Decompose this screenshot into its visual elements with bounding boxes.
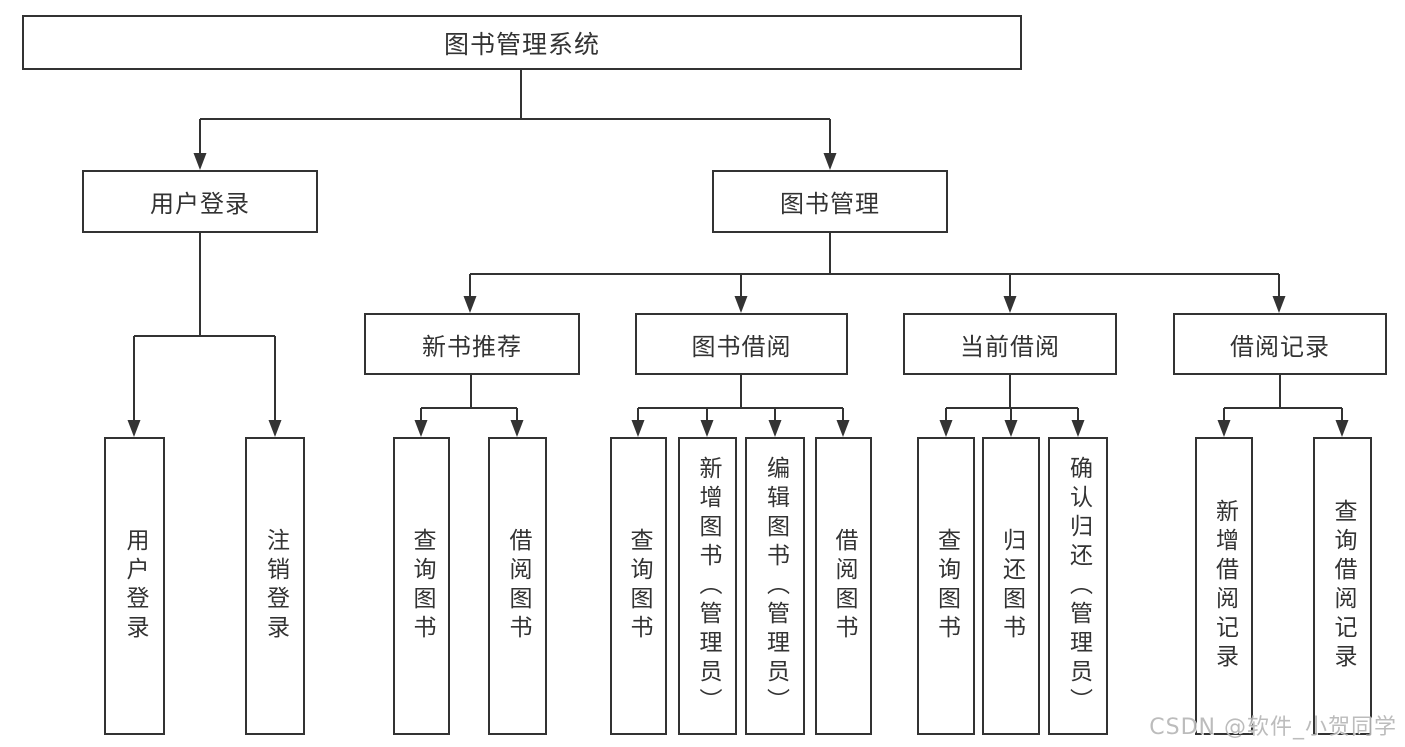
node-leaf-add-books-admin: 新增图书（管理员） (678, 437, 737, 735)
leaf-label: 用户登录 (122, 528, 148, 644)
leaf-label: 查询借阅记录 (1330, 499, 1356, 673)
arrowhead (463, 296, 477, 313)
connector-root-to-level2 (199, 70, 831, 153)
node-leaf-query-books-2: 查询图书 (610, 437, 667, 735)
arrowheads (127, 153, 1349, 437)
leaf-label: 查询图书 (933, 528, 960, 644)
node-leaf-user-login: 用户登录 (104, 437, 165, 735)
arrowhead (1071, 420, 1085, 437)
arrowhead (939, 420, 953, 437)
leaf-label: 新增借阅记录 (1211, 499, 1238, 673)
node-book-management: 图书管理 (712, 170, 948, 233)
leaf-label: 编辑图书（管理员） (762, 455, 789, 717)
connector-bookmgmt-to-level3 (469, 233, 1280, 296)
connector-bookborrow-to-leaves (637, 375, 844, 420)
arrowhead (1004, 420, 1018, 437)
node-leaf-borrow-books-2: 借阅图书 (815, 437, 872, 735)
leaf-label: 归还图书 (998, 528, 1025, 644)
node-leaf-return-books: 归还图书 (982, 437, 1040, 735)
node-leaf-query-books-1: 查询图书 (393, 437, 450, 735)
node-leaf-query-books-3: 查询图书 (917, 437, 975, 735)
node-leaf-add-borrow-record: 新增借阅记录 (1195, 437, 1253, 735)
arrowhead (1217, 420, 1231, 437)
node-current-borrow: 当前借阅 (903, 313, 1117, 375)
arrowhead (1003, 296, 1017, 313)
arrowhead (1335, 420, 1349, 437)
node-leaf-edit-books-admin: 编辑图书（管理员） (745, 437, 805, 735)
leaf-label: 借阅图书 (831, 528, 857, 644)
arrowhead (700, 420, 714, 437)
arrowhead (631, 420, 645, 437)
leaf-label: 查询图书 (626, 528, 652, 644)
arrowhead (836, 420, 850, 437)
node-borrow-records: 借阅记录 (1173, 313, 1387, 375)
connector-records-to-leaves (1223, 375, 1343, 420)
leaf-label: 确认归还（管理员） (1065, 455, 1092, 717)
connector-newbooks-to-leaves (420, 375, 518, 420)
node-book-borrow: 图书借阅 (635, 313, 848, 375)
node-leaf-confirm-return-admin: 确认归还（管理员） (1048, 437, 1108, 735)
leaf-label: 注销登录 (262, 528, 289, 644)
leaf-label: 查询图书 (409, 528, 435, 644)
leaf-label: 新增图书（管理员） (695, 455, 721, 717)
arrowhead (1272, 296, 1286, 313)
node-leaf-query-borrow-record: 查询借阅记录 (1313, 437, 1372, 735)
arrowhead (268, 420, 282, 437)
connector-userlogin-to-leaves (133, 233, 276, 420)
arrowhead (414, 420, 428, 437)
node-leaf-borrow-books-1: 借阅图书 (488, 437, 547, 735)
connector-currentborrow-to-leaves (945, 375, 1079, 420)
arrowhead (193, 153, 207, 170)
arrowhead (127, 420, 141, 437)
arrowhead (734, 296, 748, 313)
node-new-book-recommend: 新书推荐 (364, 313, 580, 375)
node-root-library-system: 图书管理系统 (22, 15, 1022, 70)
node-user-login: 用户登录 (82, 170, 318, 233)
node-leaf-logout: 注销登录 (245, 437, 305, 735)
csdn-watermark: CSDN @软件_小贺同学 (1149, 715, 1397, 740)
leaf-label: 借阅图书 (505, 528, 531, 644)
arrowhead (768, 420, 782, 437)
arrowhead (510, 420, 524, 437)
arrowhead (823, 153, 837, 170)
